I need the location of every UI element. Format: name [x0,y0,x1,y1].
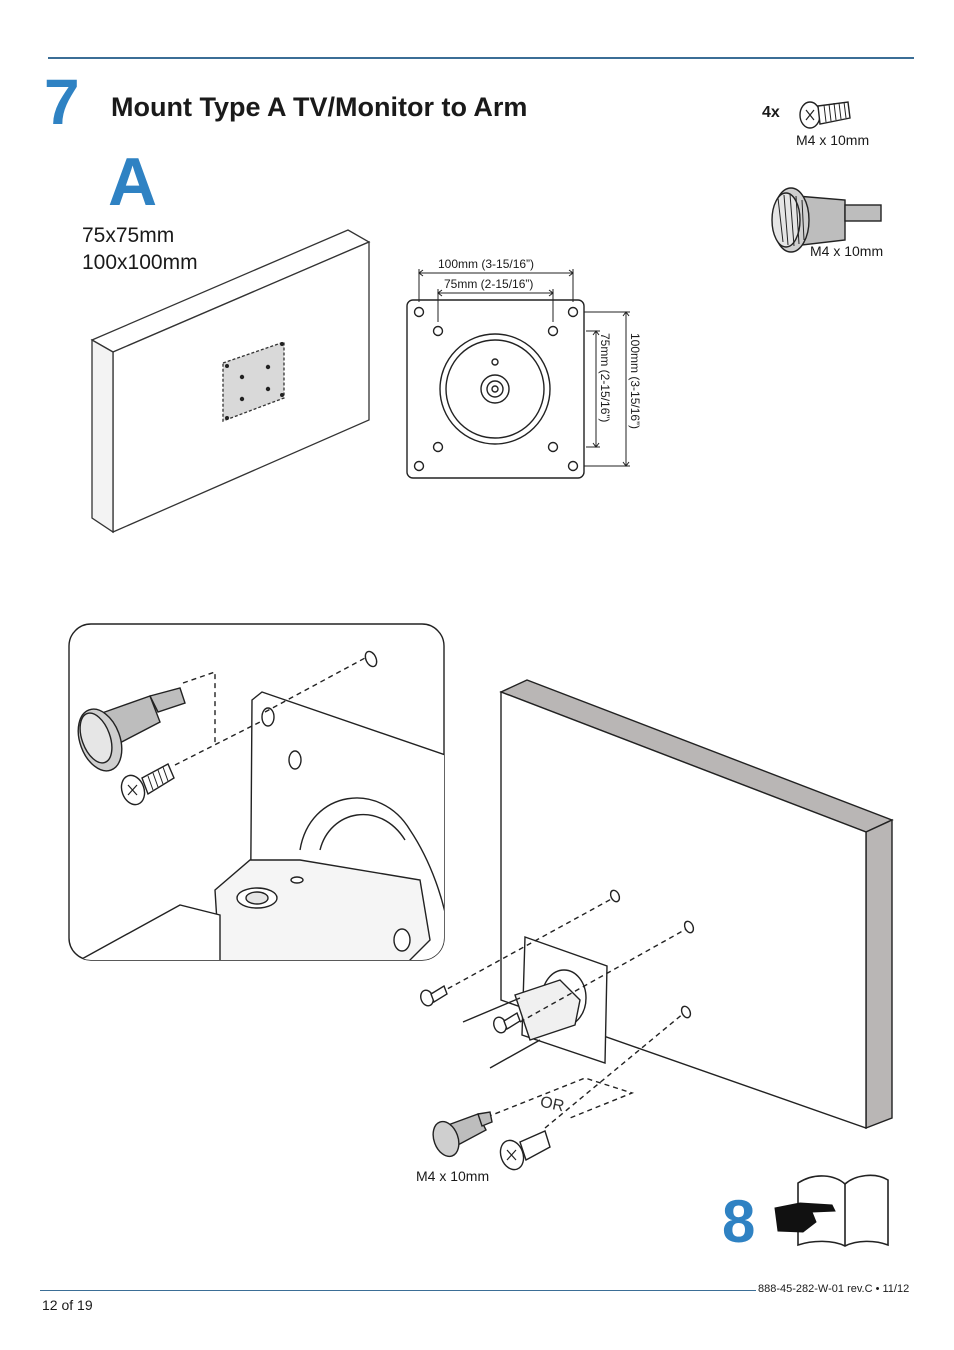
step-title: Mount Type A TV/Monitor to Arm [111,92,528,122]
next-step-number: 8 [722,1188,756,1255]
hardware-quantity: 4x [762,104,780,121]
knob-size-label: M4 x 10mm [810,243,884,259]
page-number: 12 of 19 [42,1297,93,1313]
closeup-detail-box [68,623,445,961]
bottom-hardware-label: M4 x 10mm [416,1168,490,1184]
header-rule [48,57,914,59]
dim-horizontal-inner: 75mm (2-15/16”) [444,277,534,291]
vesa-pattern-100: 100x100mm [82,251,198,274]
dim-horizontal-outer: 100mm (3-15/16”) [438,257,535,271]
monitor-assembly [420,679,894,1171]
mounting-plate-diagram [406,269,630,479]
footer-rule [40,1290,756,1291]
monitor-back-panel [90,229,371,534]
document-code: 888-45-282-W-01 rev.C • 11/12 [758,1283,910,1295]
step-number: 7 [44,66,80,138]
screw-size-label: M4 x 10mm [796,132,870,148]
book-reference-icon [797,1174,889,1247]
mount-type-letter: A [108,144,158,220]
thumb-knob-icon [771,187,882,253]
screw-icon [799,101,851,129]
pointing-hand-icon [774,1202,836,1233]
vesa-pattern-75: 75x75mm [82,224,175,247]
